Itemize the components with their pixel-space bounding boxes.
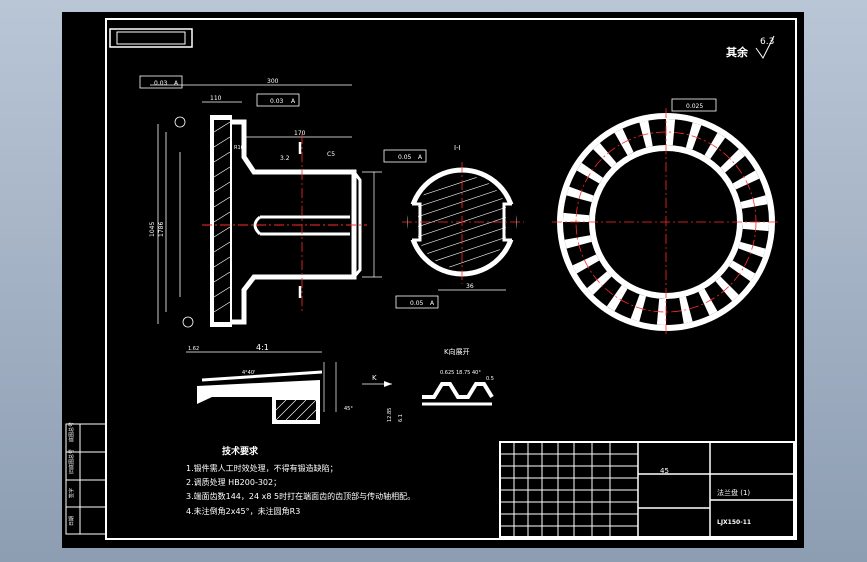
dim-shaft-length: 170	[294, 130, 306, 137]
gdt-datum3: A	[418, 154, 423, 161]
dim-total-length: 300	[267, 78, 279, 85]
k-dim5: 12.85	[387, 408, 393, 422]
chamfer-label: C5	[327, 151, 335, 158]
drawing-sheet: 底图总号 旧底图总号 签字 日期 其余 6.3 300 110 170 0.03…	[62, 12, 804, 548]
corner-box-inner	[116, 31, 186, 45]
k-arrow: K	[372, 374, 377, 382]
roughness-value: 6.3	[760, 37, 774, 47]
title-block: 45 法兰盘 (1) LJX150-11	[499, 441, 795, 538]
detail-dim1: 1.62	[188, 346, 199, 352]
tech-item-4: 4.未注倒角2x45°，未注圆角R3	[186, 506, 300, 516]
roughness-note: 其余 6.3	[726, 35, 775, 59]
k-view-label: K向展开	[444, 347, 470, 356]
section-view: I-I 36	[402, 144, 524, 291]
k-dim3: 40°	[472, 370, 481, 376]
detail-dim3: 45°	[344, 406, 353, 412]
detail-dim2: 4°40'	[242, 370, 255, 376]
title-part-name: 法兰盘 (1)	[717, 488, 750, 497]
tech-item-2: 2.调质处理 HB200-302；	[186, 477, 281, 487]
k-dim4: 0.5	[486, 376, 494, 382]
corner-box	[109, 28, 193, 48]
dim-height-mid: 1786	[158, 222, 165, 237]
main-flange-view: 300 110 170 0.03 A 0.03 A	[139, 75, 439, 328]
gdt-perp1: 0.03	[154, 80, 168, 87]
k-dim6: 6.1	[398, 414, 404, 422]
gdt-datum1: A	[174, 80, 179, 87]
tech-requirements: 技术要求 1.锻件需人工时效处理，不得有锻造缺陷； 2.调质处理 HB200-3…	[186, 445, 415, 516]
gdt-run2: 0.05	[410, 300, 424, 307]
k-view: K向展开 0.625 18.75 40° 0.5 12.85 6.1	[387, 347, 494, 422]
side-label-1: 旧底图总号	[68, 449, 75, 474]
section-label: I-I	[454, 144, 461, 152]
detail-view: 4:1 1.62 4°40' 45° K	[186, 343, 392, 424]
tech-item-3: 3.端面齿数144，24 x8 5时打在端面齿的齿顶部与传动轴相配。	[186, 491, 415, 501]
tech-item-1: 1.锻件需人工时效处理，不得有锻造缺陷；	[186, 463, 338, 473]
inner-frame	[105, 18, 797, 540]
gdt-ring: 0.025	[686, 103, 703, 110]
drawing-canvas: 底图总号 旧底图总号 签字 日期 其余 6.3 300 110 170 0.03…	[65, 18, 797, 540]
fillet-label: R10	[234, 145, 244, 151]
dim-height-left: 1045	[149, 222, 156, 237]
side-strip: 底图总号 旧底图总号 签字 日期	[65, 422, 107, 535]
gdt-perp2: 0.03	[270, 98, 284, 105]
gdt-datum2: A	[291, 98, 296, 105]
detail-scale: 4:1	[256, 343, 269, 352]
roughness-inner: 3.2	[280, 155, 290, 162]
gdt-run1: 0.05	[398, 154, 412, 161]
dim-left-offset: 110	[210, 95, 222, 102]
section-width: 36	[466, 283, 474, 290]
title-material: 45	[660, 467, 669, 475]
side-label-2: 签字	[68, 488, 75, 498]
gdt-datum4: A	[430, 300, 435, 307]
title-drawing-no: LJX150-11	[717, 519, 751, 526]
side-label-0: 底图总号	[68, 422, 75, 442]
side-label-3: 日期	[69, 516, 75, 526]
tech-title: 技术要求	[222, 445, 259, 457]
k-dim1: 0.625	[440, 370, 454, 376]
roughness-label: 其余	[726, 45, 749, 59]
ring-view: 0.025	[552, 98, 780, 336]
k-dim2: 18.75	[456, 370, 470, 376]
